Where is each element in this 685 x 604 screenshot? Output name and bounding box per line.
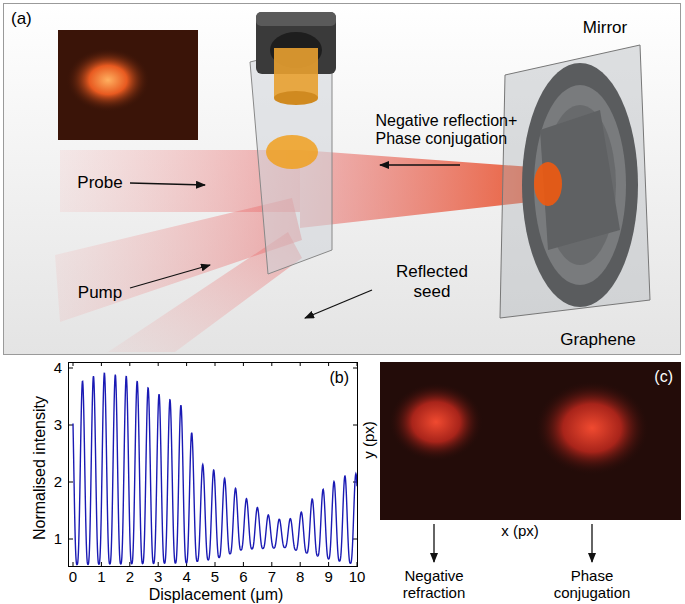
- image-panel: (c): [380, 362, 681, 520]
- tick-label: 4: [182, 568, 190, 585]
- axis-title: y (px): [360, 421, 377, 459]
- axis-title: Normalised intensity: [31, 396, 49, 540]
- tick-label: 6: [239, 568, 247, 585]
- tick-label: 9: [324, 568, 332, 585]
- image-label: Negative refraction: [389, 567, 479, 602]
- beam-label: Pump: [78, 283, 122, 303]
- tick-label: 4: [54, 359, 62, 376]
- panel-letter: (c): [388, 368, 673, 386]
- tick-label: 3: [154, 568, 162, 585]
- plot-frame: (b): [68, 362, 358, 567]
- panel-letter: (a): [11, 9, 673, 29]
- tick-label: 0: [69, 568, 77, 585]
- tick-label: 1: [97, 568, 105, 585]
- tick-label: 5: [211, 568, 219, 585]
- tick-label: 1: [54, 530, 62, 547]
- tick-label: 2: [54, 473, 62, 490]
- part-label: Mirror: [583, 18, 627, 38]
- part-label: Graphene: [560, 330, 636, 350]
- axis-title: x (px): [501, 522, 539, 539]
- beam-label: Reflected seed: [385, 262, 480, 301]
- image-label: Phase conjugation: [542, 567, 642, 602]
- process-label: Negative reflection+ Phase conjugation: [376, 112, 541, 149]
- tick-label: 7: [268, 568, 276, 585]
- tick-label: 8: [296, 568, 304, 585]
- tick-label: 3: [54, 416, 62, 433]
- beam-label: Probe: [77, 173, 122, 193]
- tick-label: 2: [126, 568, 134, 585]
- axis-title: Displacement (μm): [149, 587, 284, 603]
- tick-label: 10: [349, 568, 366, 585]
- panel-letter: (b): [77, 369, 349, 387]
